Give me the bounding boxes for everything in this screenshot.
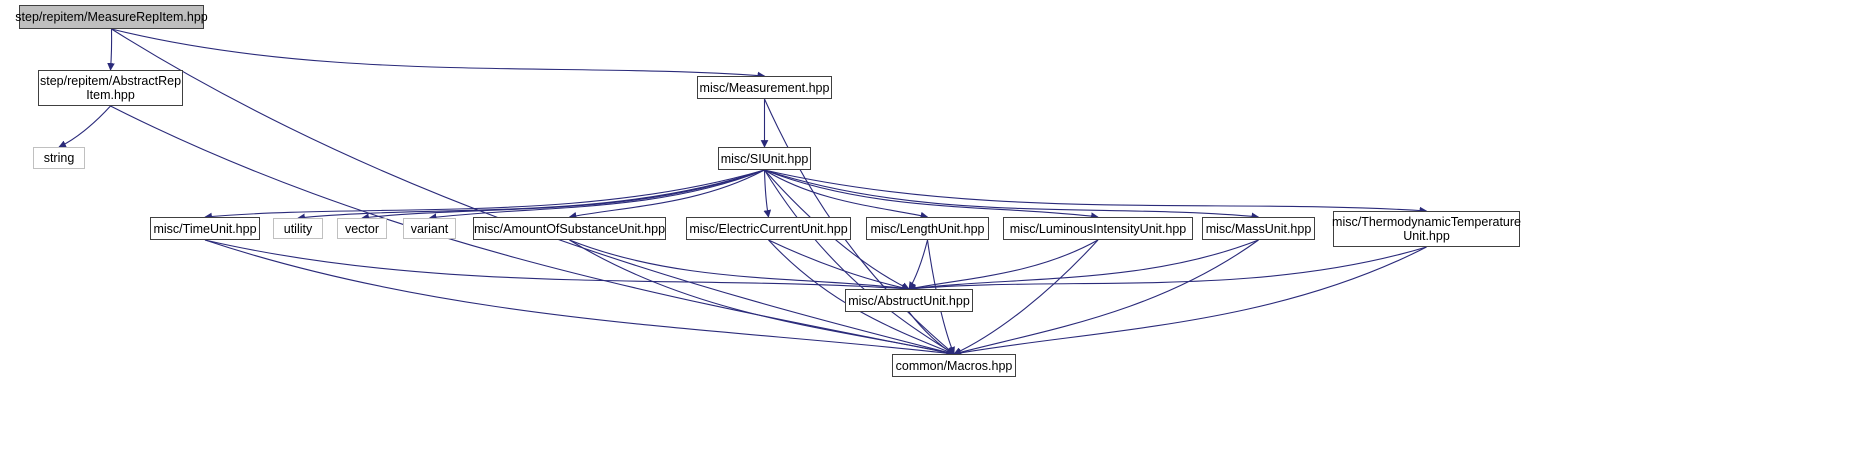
graph-node-label: utility	[283, 221, 313, 236]
graph-node-vector[interactable]: vector	[337, 218, 387, 239]
graph-node-string[interactable]: string	[33, 147, 85, 169]
graph-edge	[764, 169, 1260, 221]
graph-node-misc-luminousintensityunit-hpp[interactable]: misc/LuminousIntensityUnit.hpp	[1003, 217, 1193, 240]
graph-edge	[569, 239, 910, 292]
graph-node-label: misc/Measurement.hpp	[699, 80, 830, 95]
graph-edge	[361, 169, 765, 222]
graph-edge	[953, 246, 1427, 357]
graph-node-misc-measurement-hpp[interactable]: misc/Measurement.hpp	[697, 76, 832, 99]
graph-edge	[908, 311, 955, 355]
graph-node-misc-timeunit-hpp[interactable]: misc/TimeUnit.hpp	[150, 217, 260, 240]
graph-node-label: misc/AbstructUnit.hpp	[848, 293, 970, 308]
graph-node-label: misc/TimeUnit.hpp	[153, 221, 257, 236]
graph-node-misc-abstructunit-hpp[interactable]: misc/AbstructUnit.hpp	[845, 289, 973, 312]
graph-edge	[204, 239, 910, 293]
graph-node-label: string	[43, 151, 75, 165]
graph-node-label: common/Macros.hpp	[895, 358, 1013, 373]
graph-edge	[204, 239, 955, 358]
graph-edge	[908, 246, 1427, 293]
graph-edge	[764, 169, 1099, 220]
graph-edge	[764, 169, 1428, 215]
graph-node-label: misc/LuminousIntensityUnit.hpp	[1009, 221, 1187, 236]
graph-node-misc-amountofsubstanceunit-hpp[interactable]: misc/AmountOfSubstanceUnit.hpp	[473, 217, 666, 240]
graph-edge	[107, 28, 115, 71]
graph-node-step-repitem-measurerepitem-hpp[interactable]: step/repitem/MeasureRepItem.hpp	[15, 5, 208, 29]
graph-node-label: misc/SIUnit.hpp	[720, 151, 809, 166]
graph-node-label: misc/ElectricCurrentUnit.hpp	[689, 221, 848, 236]
graph-edge	[908, 239, 1259, 292]
graph-edge	[953, 239, 1259, 356]
graph-edge	[953, 239, 1099, 355]
graph-node-misc-massunit-hpp[interactable]: misc/MassUnit.hpp	[1202, 217, 1315, 240]
graph-edge	[111, 28, 766, 80]
graph-edge	[763, 169, 772, 218]
graph-node-variant[interactable]: variant	[403, 218, 456, 239]
graph-node-common-macros-hpp[interactable]: common/Macros.hpp	[892, 354, 1016, 377]
graph-node-misc-thermodynamictemperature-unit-hpp[interactable]: misc/ThermodynamicTemperature Unit.hpp	[1332, 211, 1521, 247]
graph-node-misc-lengthunit-hpp[interactable]: misc/LengthUnit.hpp	[866, 217, 989, 240]
graph-node-misc-electriccurrentunit-hpp[interactable]: misc/ElectricCurrentUnit.hpp	[686, 217, 851, 240]
graph-node-label: misc/MassUnit.hpp	[1205, 221, 1312, 236]
graph-edge	[768, 239, 910, 292]
graph-edge	[764, 169, 955, 355]
graph-node-label: misc/AmountOfSubstanceUnit.hpp	[473, 221, 666, 236]
graph-edge	[204, 169, 765, 221]
graph-edge	[908, 239, 929, 290]
graph-node-label: misc/ThermodynamicTemperature Unit.hpp	[1332, 215, 1521, 243]
graph-node-label: variant	[410, 221, 449, 236]
graph-node-misc-siunit-hpp[interactable]: misc/SIUnit.hpp	[718, 147, 811, 170]
graph-node-label: vector	[344, 221, 380, 236]
graph-edge	[908, 239, 1099, 292]
graph-node-utility[interactable]: utility	[273, 218, 323, 239]
graph-edge	[428, 169, 765, 221]
graph-edge	[58, 105, 111, 148]
graph-node-label: misc/LengthUnit.hpp	[870, 221, 985, 236]
graph-node-label: step/repitem/MeasureRepItem.hpp	[15, 10, 208, 24]
graph-edge	[297, 169, 765, 222]
graph-edge	[764, 169, 929, 220]
graph-node-step-repitem-abstractrep-item-hpp[interactable]: step/repitem/AbstractRep Item.hpp	[38, 70, 183, 106]
graph-node-label: step/repitem/AbstractRep Item.hpp	[39, 74, 182, 102]
graph-edge	[568, 169, 765, 220]
